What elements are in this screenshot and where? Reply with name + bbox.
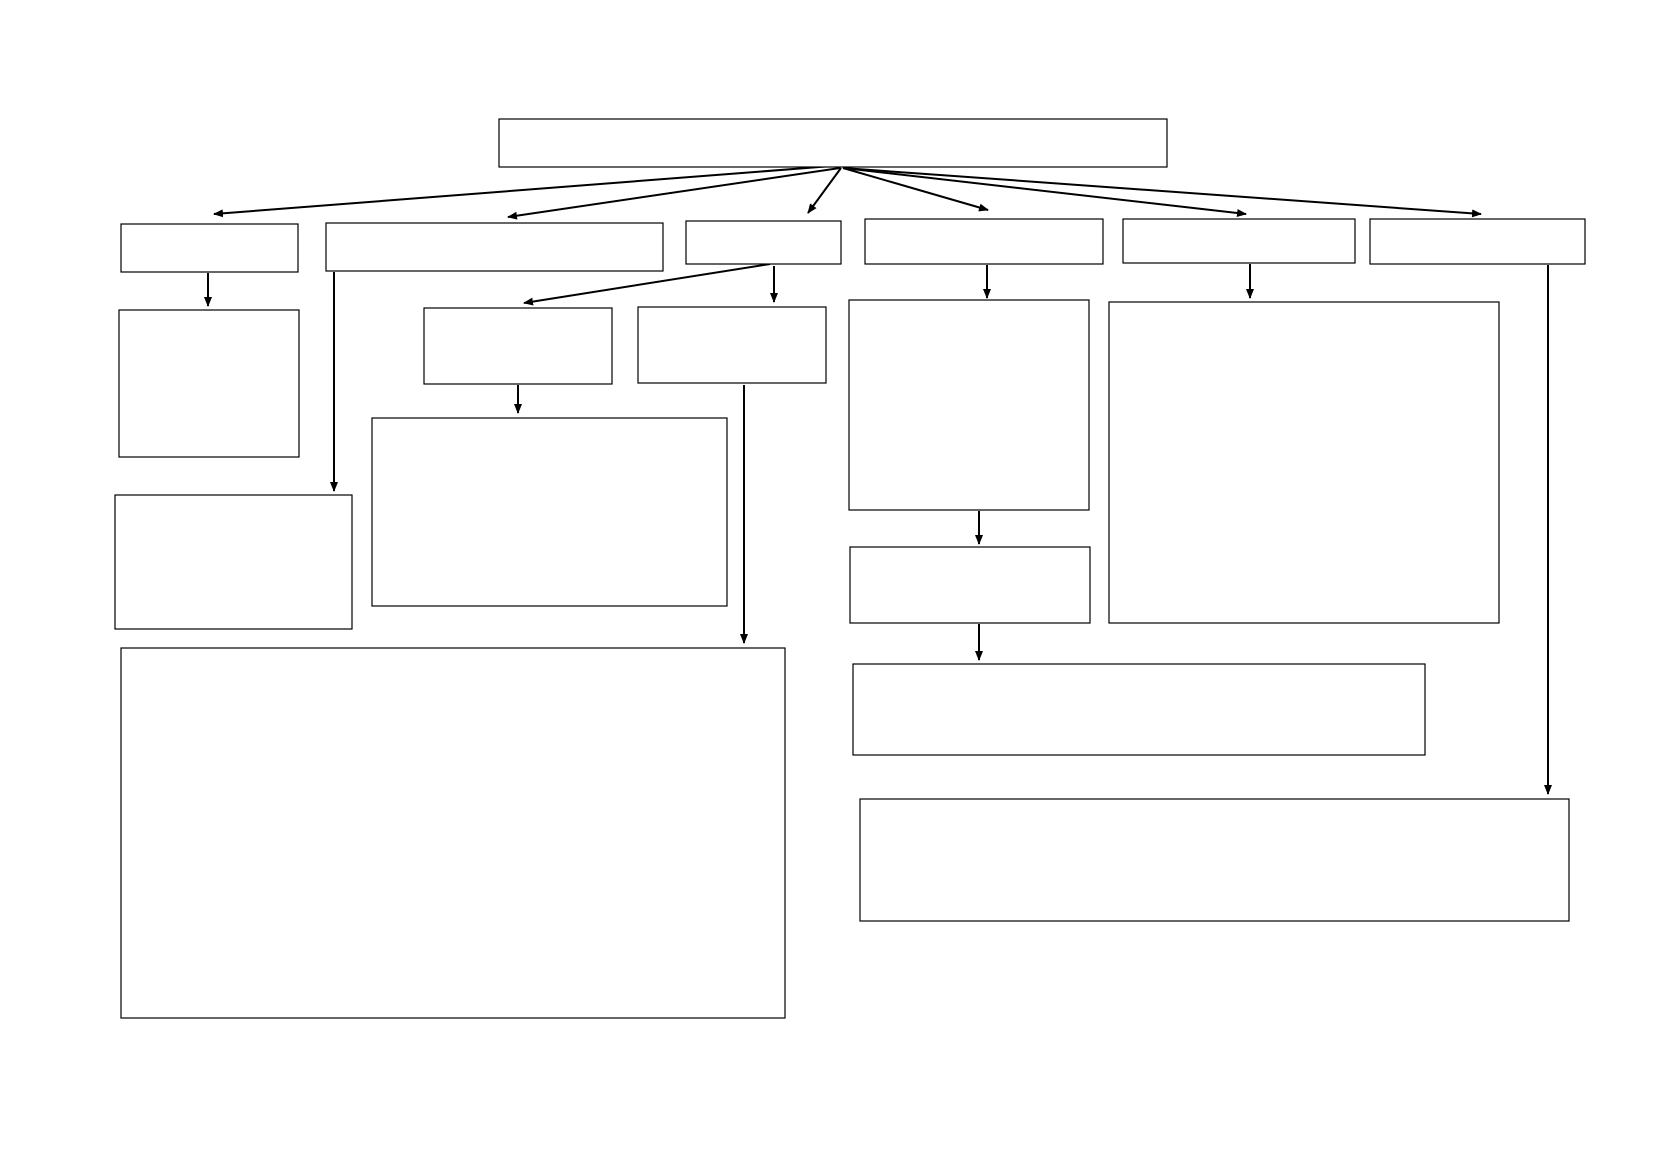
arrow-level1-c-to-c-child-left	[523, 263, 771, 306]
arrow-root-to-level1-d	[842, 167, 989, 212]
box-c-left-detail	[371, 417, 728, 607]
arrow-root-to-level1-a	[213, 165, 833, 218]
box-c-child-left	[423, 307, 613, 385]
box-f-child	[859, 798, 1570, 922]
box-b-child	[114, 494, 353, 630]
box-root	[498, 118, 1168, 168]
box-level1-f	[1369, 218, 1586, 265]
box-c-child-right	[637, 306, 827, 384]
arrow-root-to-level1-b	[507, 167, 841, 220]
box-d-grandchild	[849, 546, 1091, 624]
box-large-bottom-left	[120, 647, 786, 1019]
box-level1-c	[685, 220, 842, 265]
arrow-root-to-level1-e	[842, 167, 1247, 217]
box-level1-a	[120, 223, 299, 273]
arrow-root-to-level1-f	[842, 167, 1482, 218]
box-e-child	[1108, 301, 1500, 624]
box-level1-d	[864, 218, 1104, 265]
box-d-child	[848, 299, 1090, 511]
box-level1-b	[325, 222, 664, 272]
box-a-child	[118, 309, 300, 458]
arrow-root-to-level1-c	[807, 167, 842, 214]
connector-layer	[204, 165, 1552, 795]
box-layer	[114, 118, 1586, 1019]
box-d-detail	[852, 663, 1426, 756]
box-level1-e	[1122, 218, 1356, 264]
